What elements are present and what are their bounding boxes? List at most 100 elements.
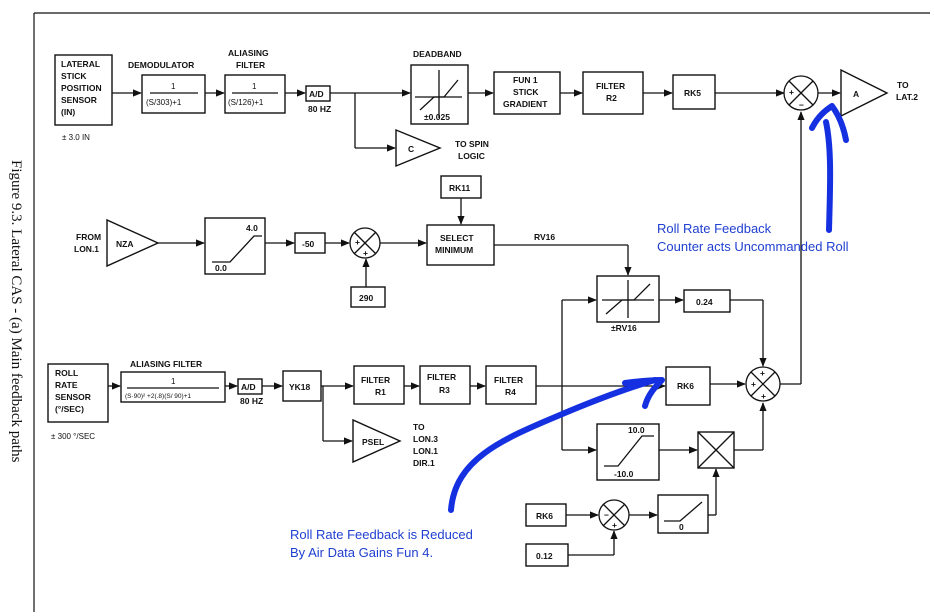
to-lat2-l0: TO bbox=[897, 80, 909, 90]
c290-block bbox=[350, 286, 386, 308]
alias2-num: 1 bbox=[171, 377, 176, 386]
annotation-top-l1: Counter acts Uncommanded Roll bbox=[657, 239, 849, 254]
filter-r1-block bbox=[353, 365, 405, 405]
select-min-l1: MINIMUM bbox=[435, 245, 473, 255]
figure-caption: Figure 9.3. Lateral CAS - (a) Main feedb… bbox=[8, 160, 24, 463]
sat-bot: -10.0 bbox=[614, 469, 634, 479]
filter-r4-l0: FILTER bbox=[494, 375, 523, 385]
a-gain-triangle bbox=[840, 68, 889, 118]
nza-triangle bbox=[106, 218, 160, 268]
fun1-l2: GRADIENT bbox=[503, 99, 548, 109]
ad1-label: A/D bbox=[309, 89, 324, 99]
stick-sensor-l1: STICK bbox=[61, 71, 87, 81]
roll-sensor-l0: ROLL bbox=[55, 368, 78, 378]
sat-top: 10.0 bbox=[628, 425, 645, 435]
gain-024-label: 0.24 bbox=[696, 297, 713, 307]
svg-text:+: + bbox=[355, 237, 360, 247]
roll-sensor-l1: RATE bbox=[55, 380, 78, 390]
roll-sensor-l3: (°/SEC) bbox=[55, 404, 84, 414]
yk18-label: YK18 bbox=[289, 382, 311, 392]
ad2-label: A/D bbox=[241, 382, 256, 392]
rk5-block bbox=[672, 74, 716, 110]
filter-r3-l0: FILTER bbox=[427, 372, 456, 382]
fun1-l1: STICK bbox=[513, 87, 539, 97]
ad1-rate: 80 HZ bbox=[308, 104, 331, 114]
rk6-main-label: RK6 bbox=[677, 381, 694, 391]
deadband-title: DEADBAND bbox=[413, 49, 462, 59]
filter-r2-l1: R2 bbox=[606, 93, 617, 103]
rk5-label: RK5 bbox=[684, 88, 701, 98]
svg-text:−: − bbox=[799, 100, 804, 110]
alias1-num: 1 bbox=[252, 82, 257, 91]
rk11-label: RK11 bbox=[449, 183, 471, 193]
gain-012-label: 0.12 bbox=[536, 551, 553, 561]
deadband-val: ±0.025 bbox=[424, 112, 450, 122]
to-spin-l1: LOGIC bbox=[458, 151, 485, 161]
svg-text:−: − bbox=[604, 510, 609, 520]
demod-num: 1 bbox=[171, 82, 176, 91]
alias2-den: (S·90)² +2(.8)(S/ 90)+1 bbox=[125, 393, 191, 400]
hand-arrow-bottom bbox=[448, 377, 658, 513]
lim-top: 4.0 bbox=[246, 223, 258, 233]
from-lon1-l0: FROM bbox=[76, 232, 101, 242]
c-gain-triangle bbox=[395, 128, 442, 168]
select-min-l0: SELECT bbox=[440, 233, 474, 243]
stick-sensor-l4: (IN) bbox=[61, 107, 75, 117]
c-gain-label: C bbox=[408, 144, 414, 154]
to-spin-l0: TO SPIN bbox=[455, 139, 489, 149]
to-lon3-l1: LON.3 bbox=[413, 434, 438, 444]
svg-text:+: + bbox=[363, 248, 368, 258]
filter-r3-block bbox=[419, 365, 471, 405]
roll-sensor-block bbox=[47, 363, 109, 423]
rk6-aux-label: RK6 bbox=[536, 511, 553, 521]
alias1-den: (S/126)+1 bbox=[228, 98, 264, 107]
to-lon3-l2: LON.1 bbox=[413, 446, 438, 456]
annotation-top-l0: Roll Rate Feedback bbox=[657, 221, 772, 236]
svg-text:+: + bbox=[760, 368, 765, 378]
filter-r4-block bbox=[485, 365, 537, 405]
filter-r4-l1: R4 bbox=[505, 387, 516, 397]
psel-label: PSEL bbox=[362, 437, 384, 447]
filter-r1-l1: R1 bbox=[375, 387, 386, 397]
stick-sensor-block bbox=[54, 54, 113, 126]
lim-bot: 0.0 bbox=[215, 263, 227, 273]
svg-text:+: + bbox=[751, 379, 756, 389]
psel-triangle bbox=[352, 418, 402, 464]
saturation-block bbox=[596, 423, 660, 481]
stick-sensor-l0: LATERAL bbox=[61, 59, 100, 69]
stick-sensor-l3: SENSOR bbox=[61, 95, 97, 105]
from-lon1-l1: LON.1 bbox=[74, 244, 99, 254]
pm-rv16: ±RV16 bbox=[611, 323, 637, 333]
svg-text:+: + bbox=[789, 87, 794, 97]
neg50-label: -50 bbox=[302, 239, 315, 249]
to-lat2-l1: LAT.2 bbox=[896, 92, 918, 102]
stick-range: ± 3.0 IN bbox=[62, 133, 90, 142]
a-gain-label: A bbox=[853, 89, 859, 99]
roll-range: ± 300 °/SEC bbox=[51, 432, 95, 441]
svg-text:+: + bbox=[612, 520, 617, 530]
filter-r1-l0: FILTER bbox=[361, 375, 390, 385]
limiter-block bbox=[204, 217, 266, 275]
aliasing-filter-1-block bbox=[224, 74, 286, 114]
demod-title: DEMODULATOR bbox=[128, 60, 194, 70]
select-minimum-block bbox=[426, 224, 495, 266]
demodulator-block bbox=[141, 74, 206, 114]
stick-sensor-l2: POSITION bbox=[61, 83, 102, 93]
to-lon3-l3: DIR.1 bbox=[413, 458, 435, 468]
limit-zero-block bbox=[657, 494, 709, 534]
filter-r3-l1: R3 bbox=[439, 385, 450, 395]
gain-024-block bbox=[683, 289, 731, 313]
demod-den: (S/303)+1 bbox=[146, 98, 182, 107]
ad2-rate: 80 HZ bbox=[240, 396, 263, 406]
zero-label: 0 bbox=[679, 522, 684, 532]
rk6-main-block bbox=[665, 366, 711, 406]
filter-r2-block bbox=[582, 71, 644, 115]
hand-arrow-top bbox=[823, 119, 834, 233]
to-lon3-l0: TO bbox=[413, 422, 425, 432]
annotation-bottom-l0: Roll Rate Feedback is Reduced bbox=[290, 527, 473, 542]
nza-label: NZA bbox=[116, 239, 133, 249]
filter-r2-l0: FILTER bbox=[596, 81, 625, 91]
c290-label: 290 bbox=[359, 293, 373, 303]
annotation-bottom-l1: By Air Data Gains Fun 4. bbox=[290, 545, 433, 560]
